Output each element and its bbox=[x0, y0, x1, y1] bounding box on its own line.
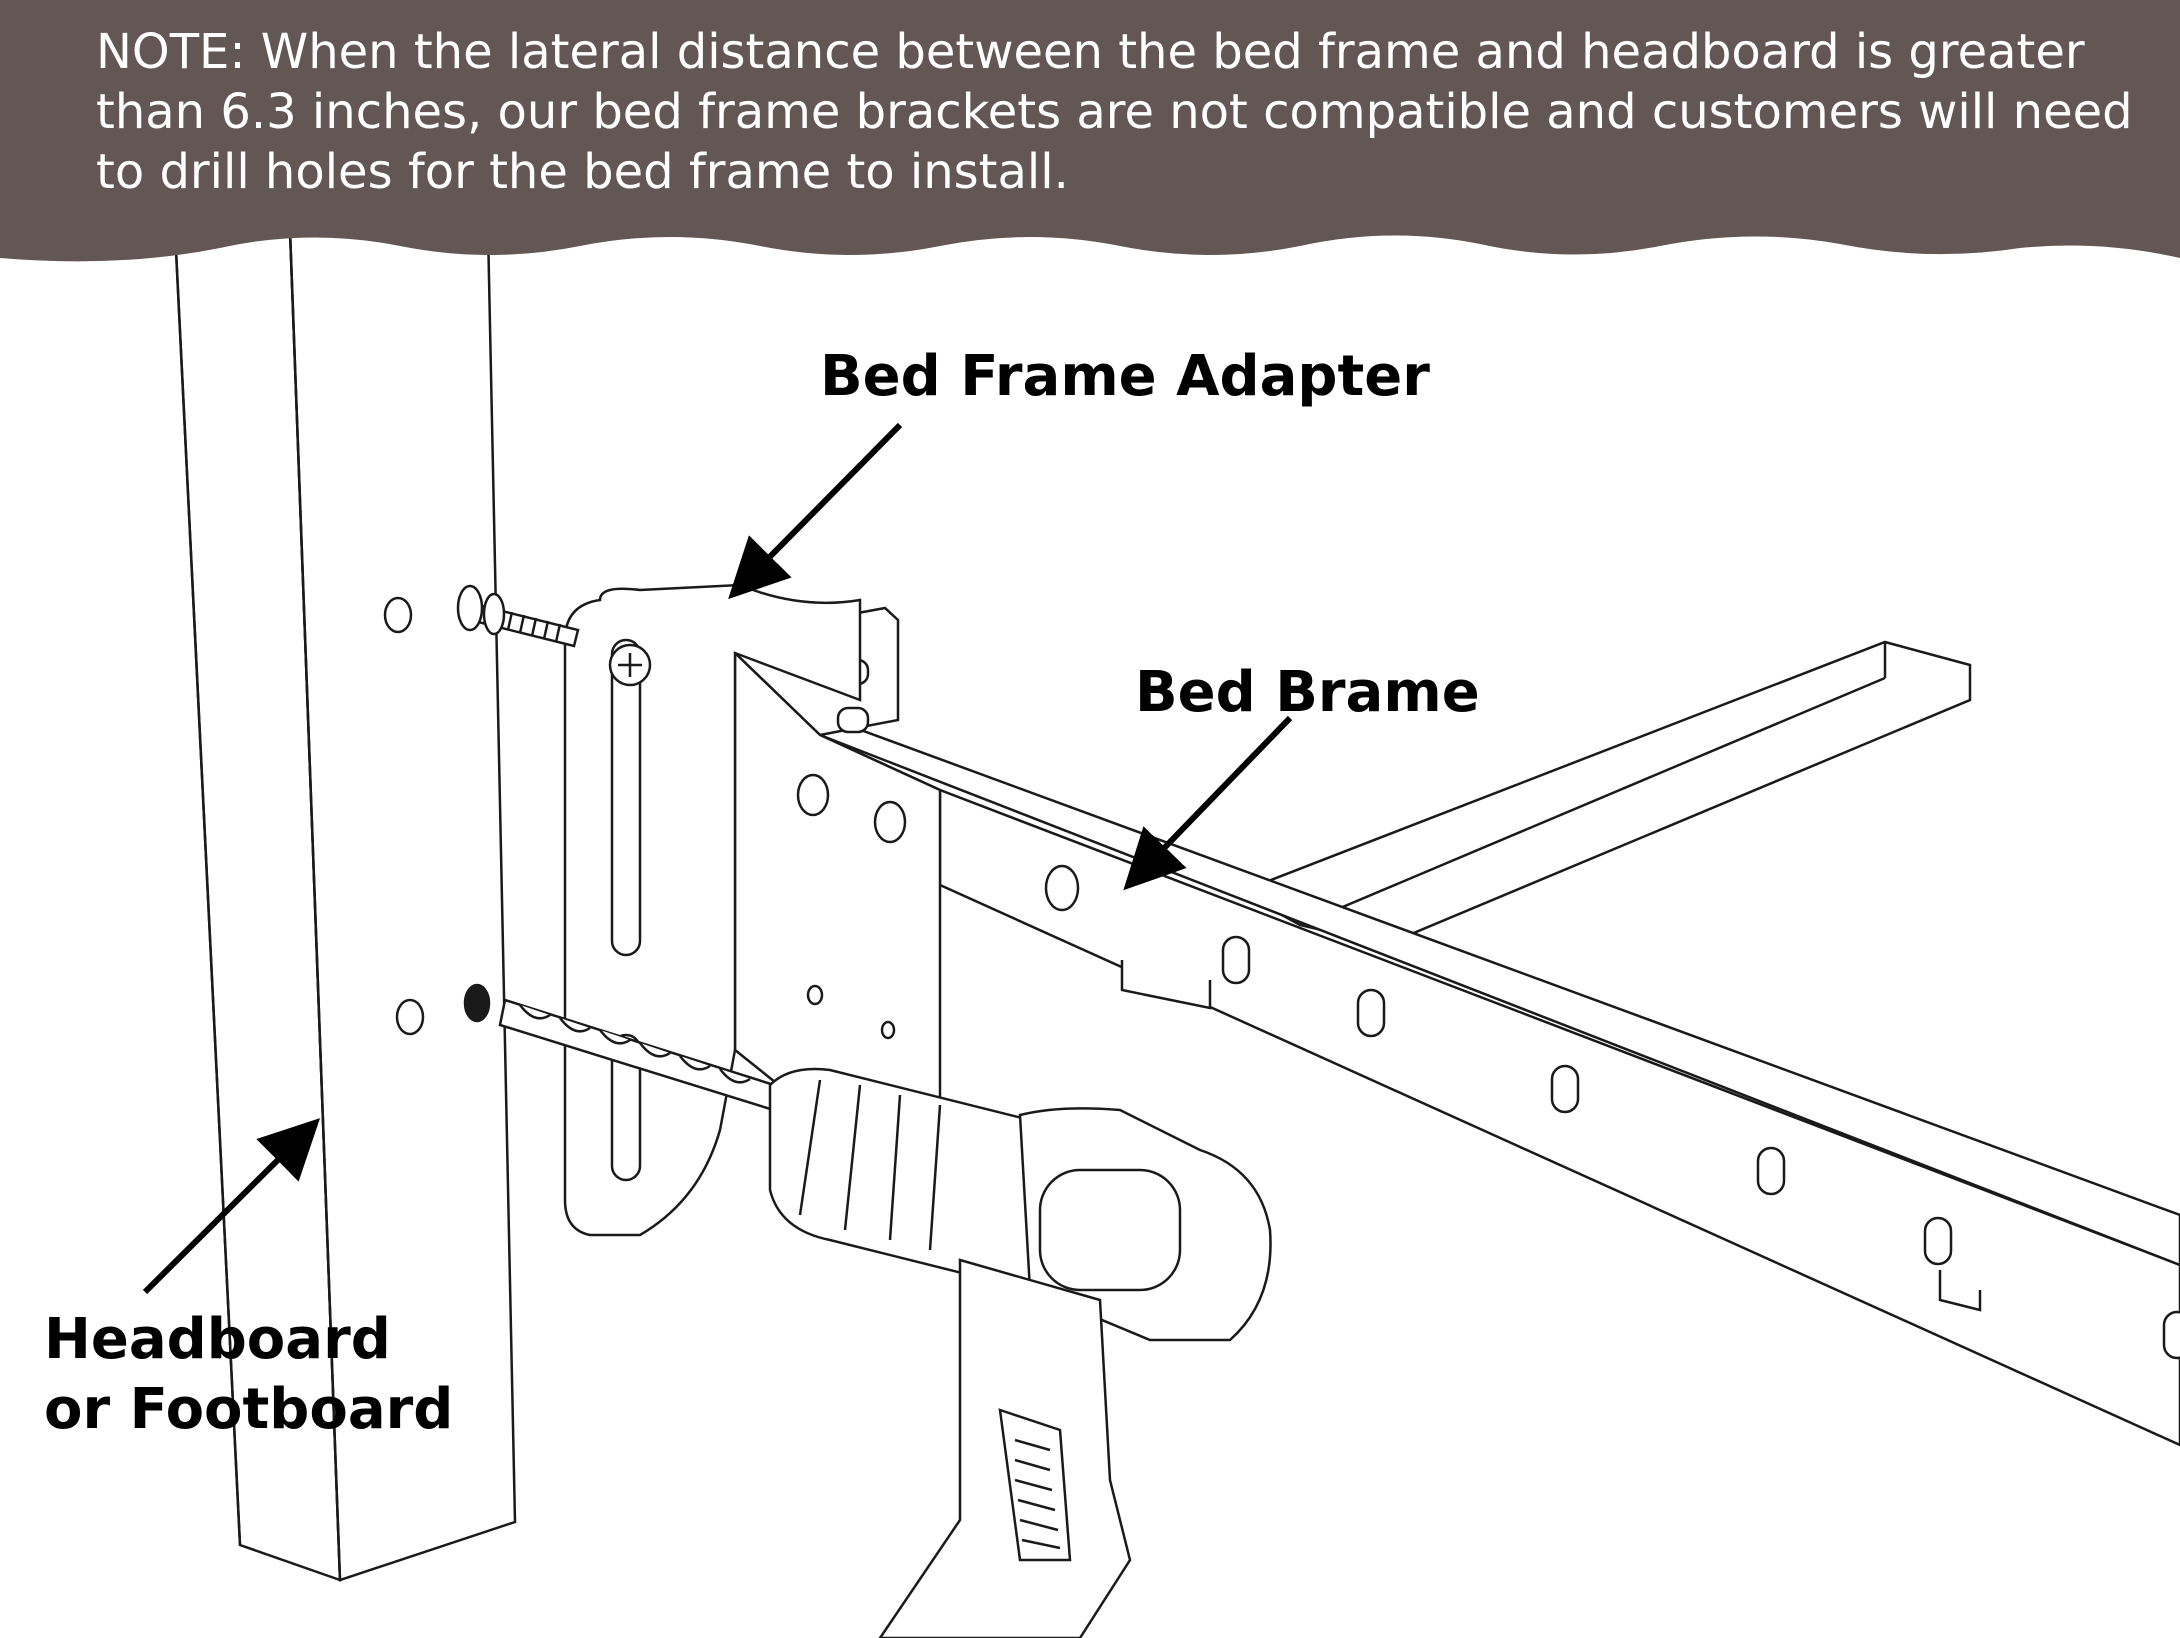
headboard-post bbox=[173, 228, 517, 1582]
note-banner bbox=[0, 0, 2180, 262]
label-bed-frame-adapter: Bed Frame Adapter bbox=[820, 344, 1430, 409]
label-bed-frame: Bed Brame bbox=[1135, 660, 1480, 725]
frame-arrow bbox=[1123, 715, 1293, 891]
headboard-arrow bbox=[142, 1118, 321, 1295]
adapter-plate bbox=[563, 583, 862, 1237]
note-text: NOTE: When the lateral distance between … bbox=[96, 24, 2133, 200]
rail-holes bbox=[1044, 864, 2180, 1360]
back-rail bbox=[1237, 640, 1972, 947]
label-headboard-line1: Headboard bbox=[44, 1307, 391, 1372]
bolt bbox=[456, 584, 580, 648]
label-headboard-line2: or Footboard bbox=[44, 1377, 454, 1442]
label-headboard: Headboard or Footboard bbox=[44, 1305, 453, 1445]
drill-bit bbox=[463, 983, 792, 1114]
power-drill bbox=[768, 1067, 1272, 1638]
adapter-arrow bbox=[728, 422, 903, 600]
